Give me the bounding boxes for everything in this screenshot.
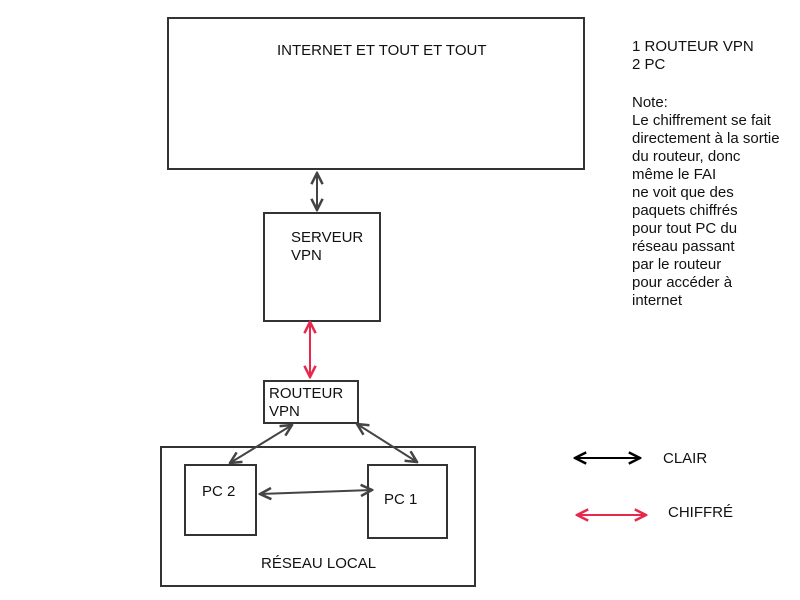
pc1-label: PC 1 bbox=[384, 491, 418, 508]
pc2-node: PC 2 bbox=[184, 464, 257, 536]
internet-node: INTERNET ET TOUT ET TOUT bbox=[167, 17, 585, 170]
local-network-label: RÉSEAU LOCAL bbox=[261, 555, 377, 572]
routeur-pc1-arrow bbox=[357, 424, 417, 462]
encryption-note: Note: Le chiffrement se fait directement… bbox=[632, 94, 780, 309]
pc1-node: PC 1 bbox=[367, 464, 448, 539]
vpn-server-node: SERVEUR VPN bbox=[263, 212, 381, 322]
routeur-pc2-arrow bbox=[230, 425, 292, 463]
legend-clear-label: CLAIR bbox=[663, 450, 708, 467]
internet-label: INTERNET ET TOUT ET TOUT bbox=[277, 42, 487, 59]
vpn-router-node: ROUTEUR VPN bbox=[263, 380, 359, 424]
vpn-server-label: SERVEUR VPN bbox=[291, 229, 364, 264]
legend-encrypted-label: CHIFFRÉ bbox=[668, 504, 733, 521]
vpn-router-label: ROUTEUR VPN bbox=[269, 385, 344, 420]
pc2-label: PC 2 bbox=[202, 483, 236, 500]
pc2-pc1-arrow bbox=[260, 490, 372, 494]
inventory-note: 1 ROUTEUR VPN 2 PC bbox=[632, 38, 754, 73]
